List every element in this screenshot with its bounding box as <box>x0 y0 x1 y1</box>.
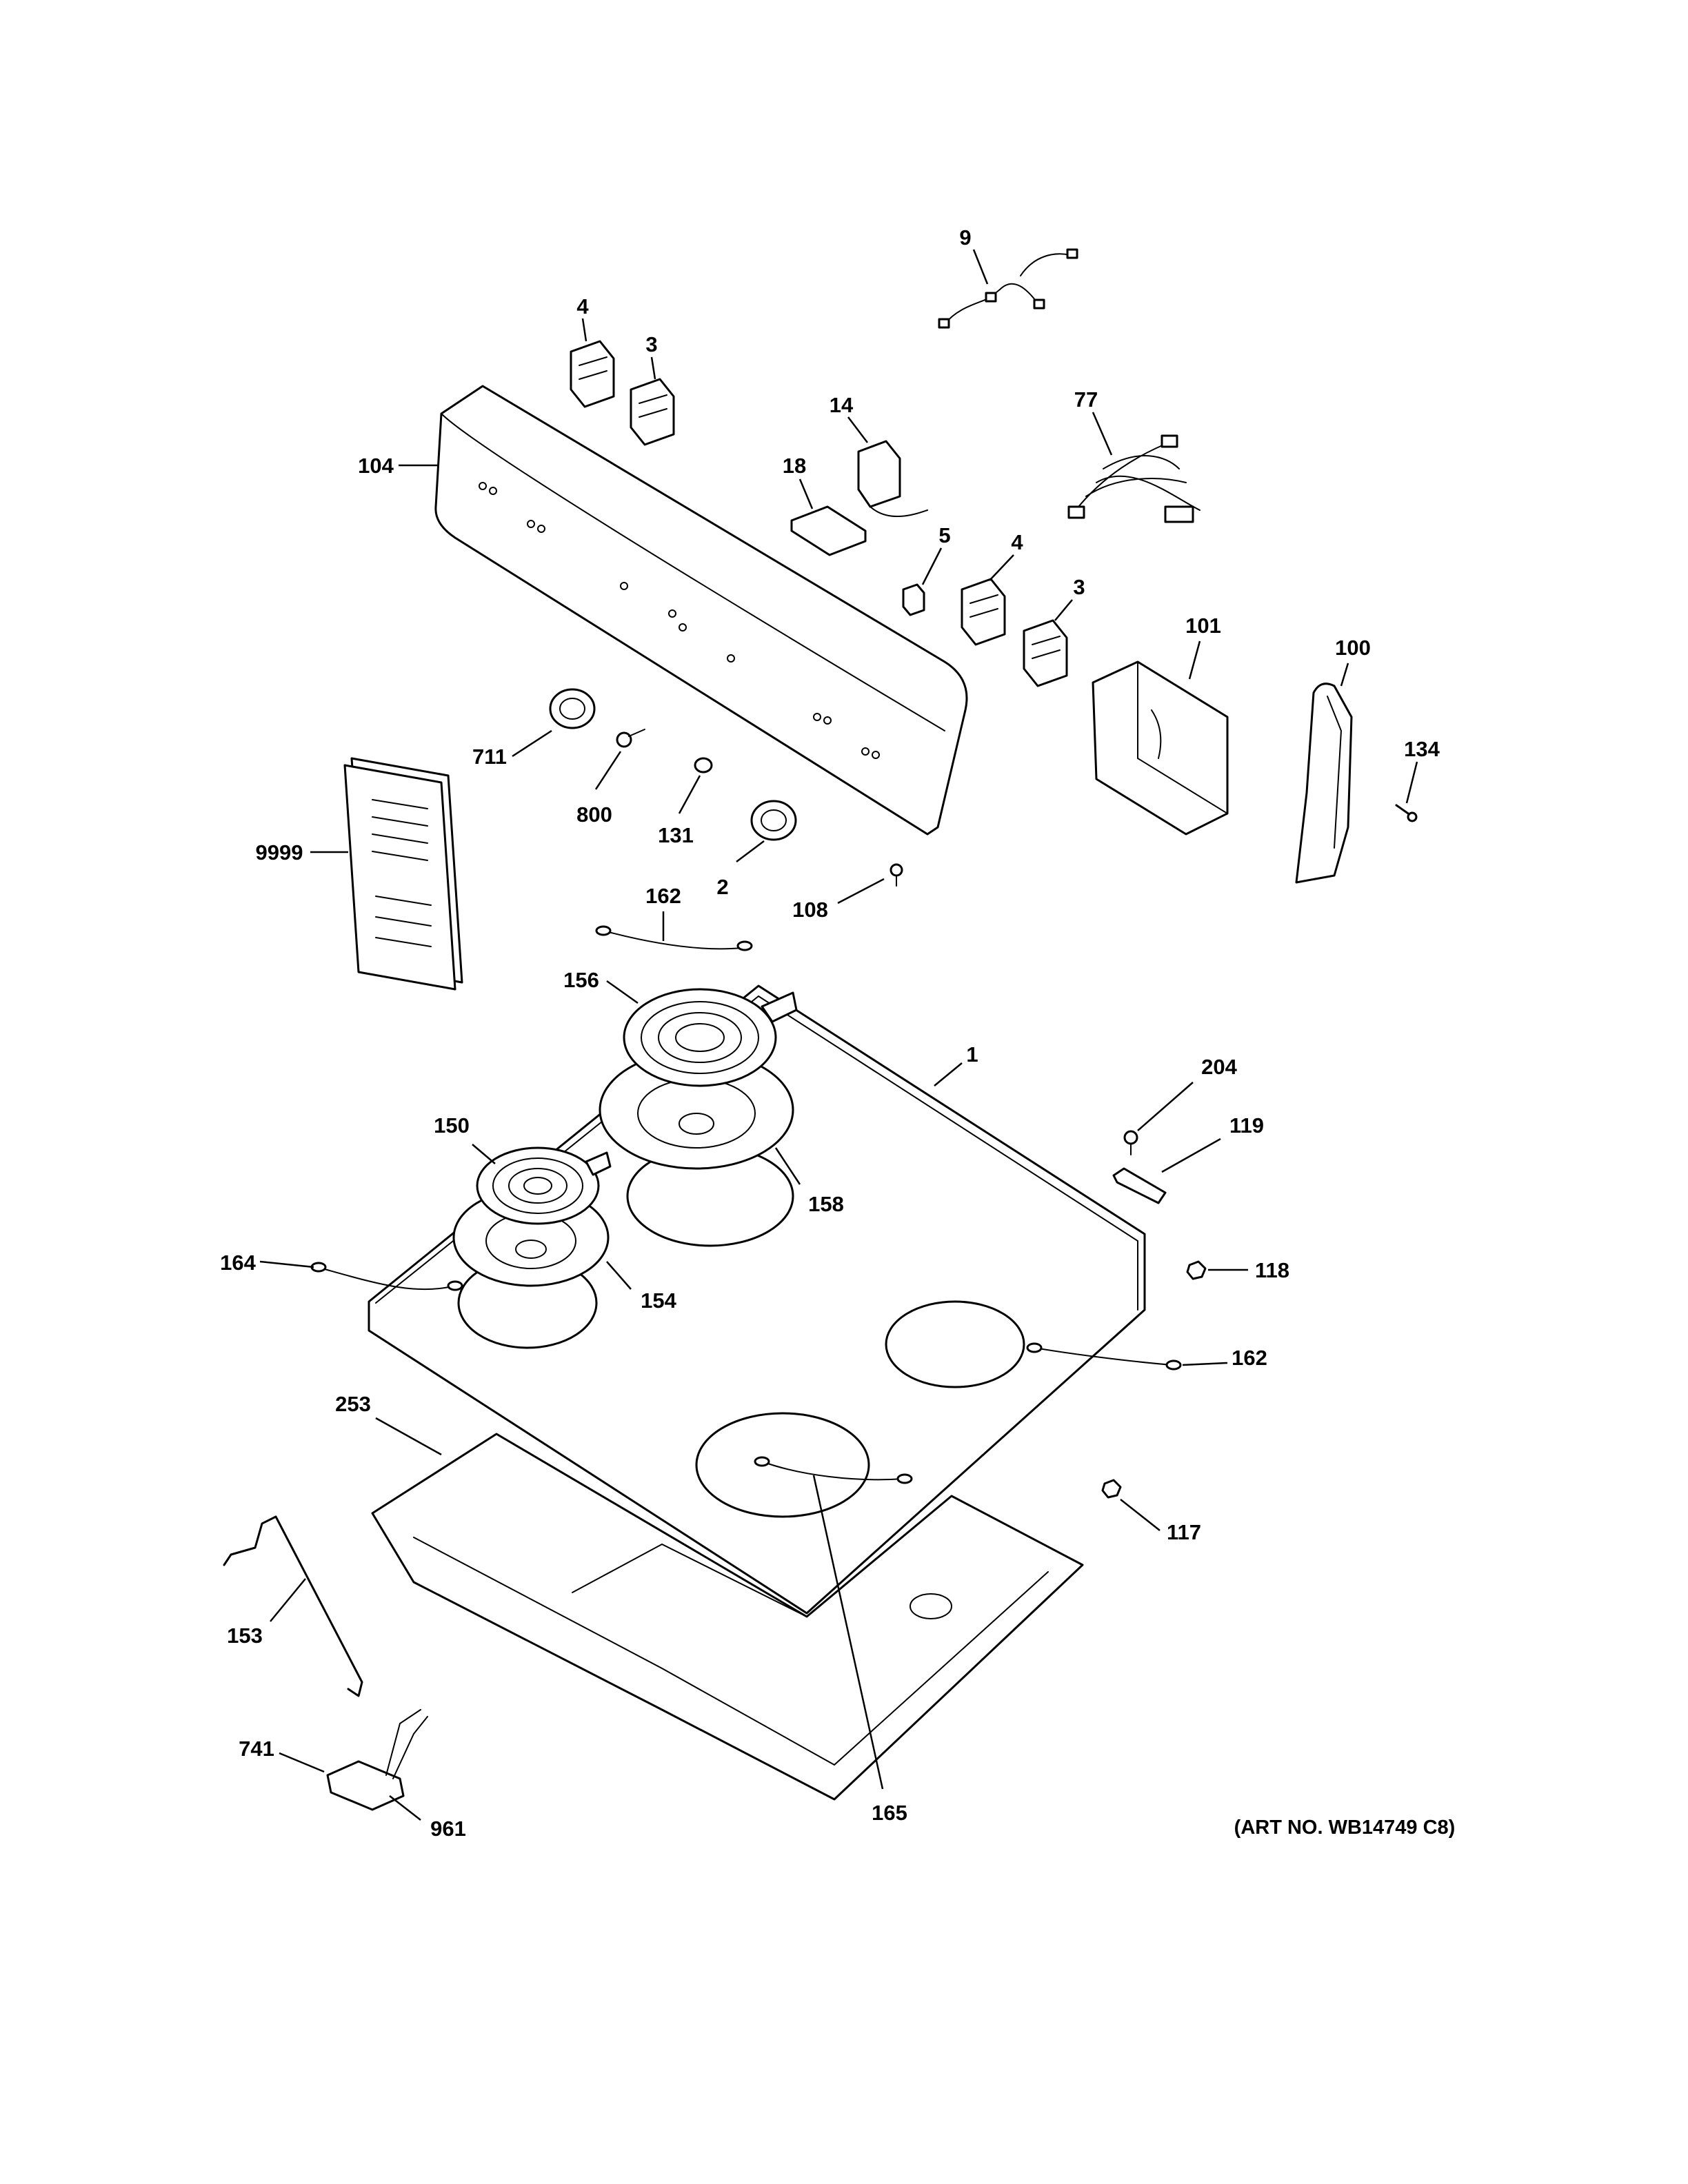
callout-3-lower: 3 <box>1073 575 1085 599</box>
callout-9999: 9999 <box>256 840 303 865</box>
part-101-wire-cover <box>1092 660 1229 836</box>
part-134-screw <box>1395 804 1418 822</box>
leader-lines <box>259 249 1418 1821</box>
part-118-nut <box>1186 1260 1207 1280</box>
callout-2: 2 <box>716 875 728 899</box>
part-1-cooktop <box>368 984 1146 1615</box>
callout-711: 711 <box>472 745 507 769</box>
callout-153: 153 <box>227 1624 263 1648</box>
callout-104: 104 <box>358 454 394 478</box>
part-9-wire-harness <box>938 248 1078 329</box>
part-18-bracket <box>790 505 867 556</box>
callout-162-upper: 162 <box>645 884 681 908</box>
callout-5: 5 <box>938 523 950 547</box>
callout-4-upper: 4 <box>576 294 589 318</box>
callout-9: 9 <box>959 225 971 250</box>
part-162-surface-unit-lead-upper <box>595 925 753 951</box>
callout-1: 1 <box>966 1042 978 1066</box>
callout-18: 18 <box>783 454 806 478</box>
callout-14: 14 <box>830 393 854 417</box>
callout-156: 156 <box>563 968 599 992</box>
part-4-infinite-switch-lower <box>961 578 1006 646</box>
part-162-surface-unit-lead-right <box>1026 1342 1182 1371</box>
part-4-infinite-switch-upper <box>570 340 615 408</box>
callout-101: 101 <box>1185 614 1221 638</box>
callout-134: 134 <box>1404 737 1440 761</box>
part-961-wire-pigtail <box>385 1709 428 1779</box>
callout-3-upper: 3 <box>645 332 657 356</box>
callout-150: 150 <box>434 1113 470 1138</box>
callout-961: 961 <box>430 1817 466 1841</box>
part-165-surface-unit-lead <box>754 1456 913 1484</box>
callout-800: 800 <box>576 802 612 827</box>
callout-100: 100 <box>1335 636 1371 660</box>
callout-204: 204 <box>1201 1055 1237 1079</box>
part-253-burner-box <box>371 1433 1084 1801</box>
callout-117: 117 <box>1167 1520 1201 1544</box>
part-800-screw <box>616 729 645 748</box>
part-117-nut <box>1101 1479 1122 1499</box>
part-2-knob <box>750 800 797 841</box>
part-156-surface-unit-large <box>623 988 798 1087</box>
callout-158: 158 <box>808 1192 844 1216</box>
part-108-screw <box>890 863 903 887</box>
part-77-main-wire-harness <box>1067 434 1200 523</box>
callout-77: 77 <box>1074 387 1098 412</box>
callout-118: 118 <box>1255 1258 1289 1282</box>
part-3-infinite-switch-upper <box>630 378 675 446</box>
part-711-knob <box>549 688 596 729</box>
callout-108: 108 <box>792 898 828 922</box>
part-131-bulb <box>694 757 713 774</box>
callout-162-right: 162 <box>1232 1346 1267 1370</box>
callout-253: 253 <box>335 1392 371 1416</box>
part-104-control-panel-backsplash <box>434 385 968 836</box>
art-number: (ART NO. WB14749 C8) <box>1234 1817 1456 1839</box>
part-3-infinite-switch-lower <box>1023 619 1068 687</box>
part-150-surface-unit-small <box>476 1146 612 1225</box>
part-5-signal-light <box>902 583 925 616</box>
part-100-end-cap <box>1295 682 1353 884</box>
callout-131: 131 <box>658 823 694 847</box>
callout-165: 165 <box>872 1801 907 1825</box>
part-741-terminal-block <box>326 1760 405 1811</box>
part-9999-literature <box>343 757 463 991</box>
part-14-switch-assembly <box>857 440 928 517</box>
part-119-hinge-bracket <box>1112 1167 1167 1204</box>
part-153-rod <box>223 1515 363 1697</box>
part-204-screw <box>1123 1130 1138 1155</box>
callout-labels: 9 4 3 14 77 104 18 5 4 3 101 100 134 711… <box>220 225 1440 1841</box>
callout-4-lower: 4 <box>1011 530 1023 554</box>
callout-741: 741 <box>239 1737 274 1761</box>
callout-154: 154 <box>641 1288 676 1313</box>
callout-164: 164 <box>220 1251 256 1275</box>
callout-119: 119 <box>1229 1113 1264 1138</box>
